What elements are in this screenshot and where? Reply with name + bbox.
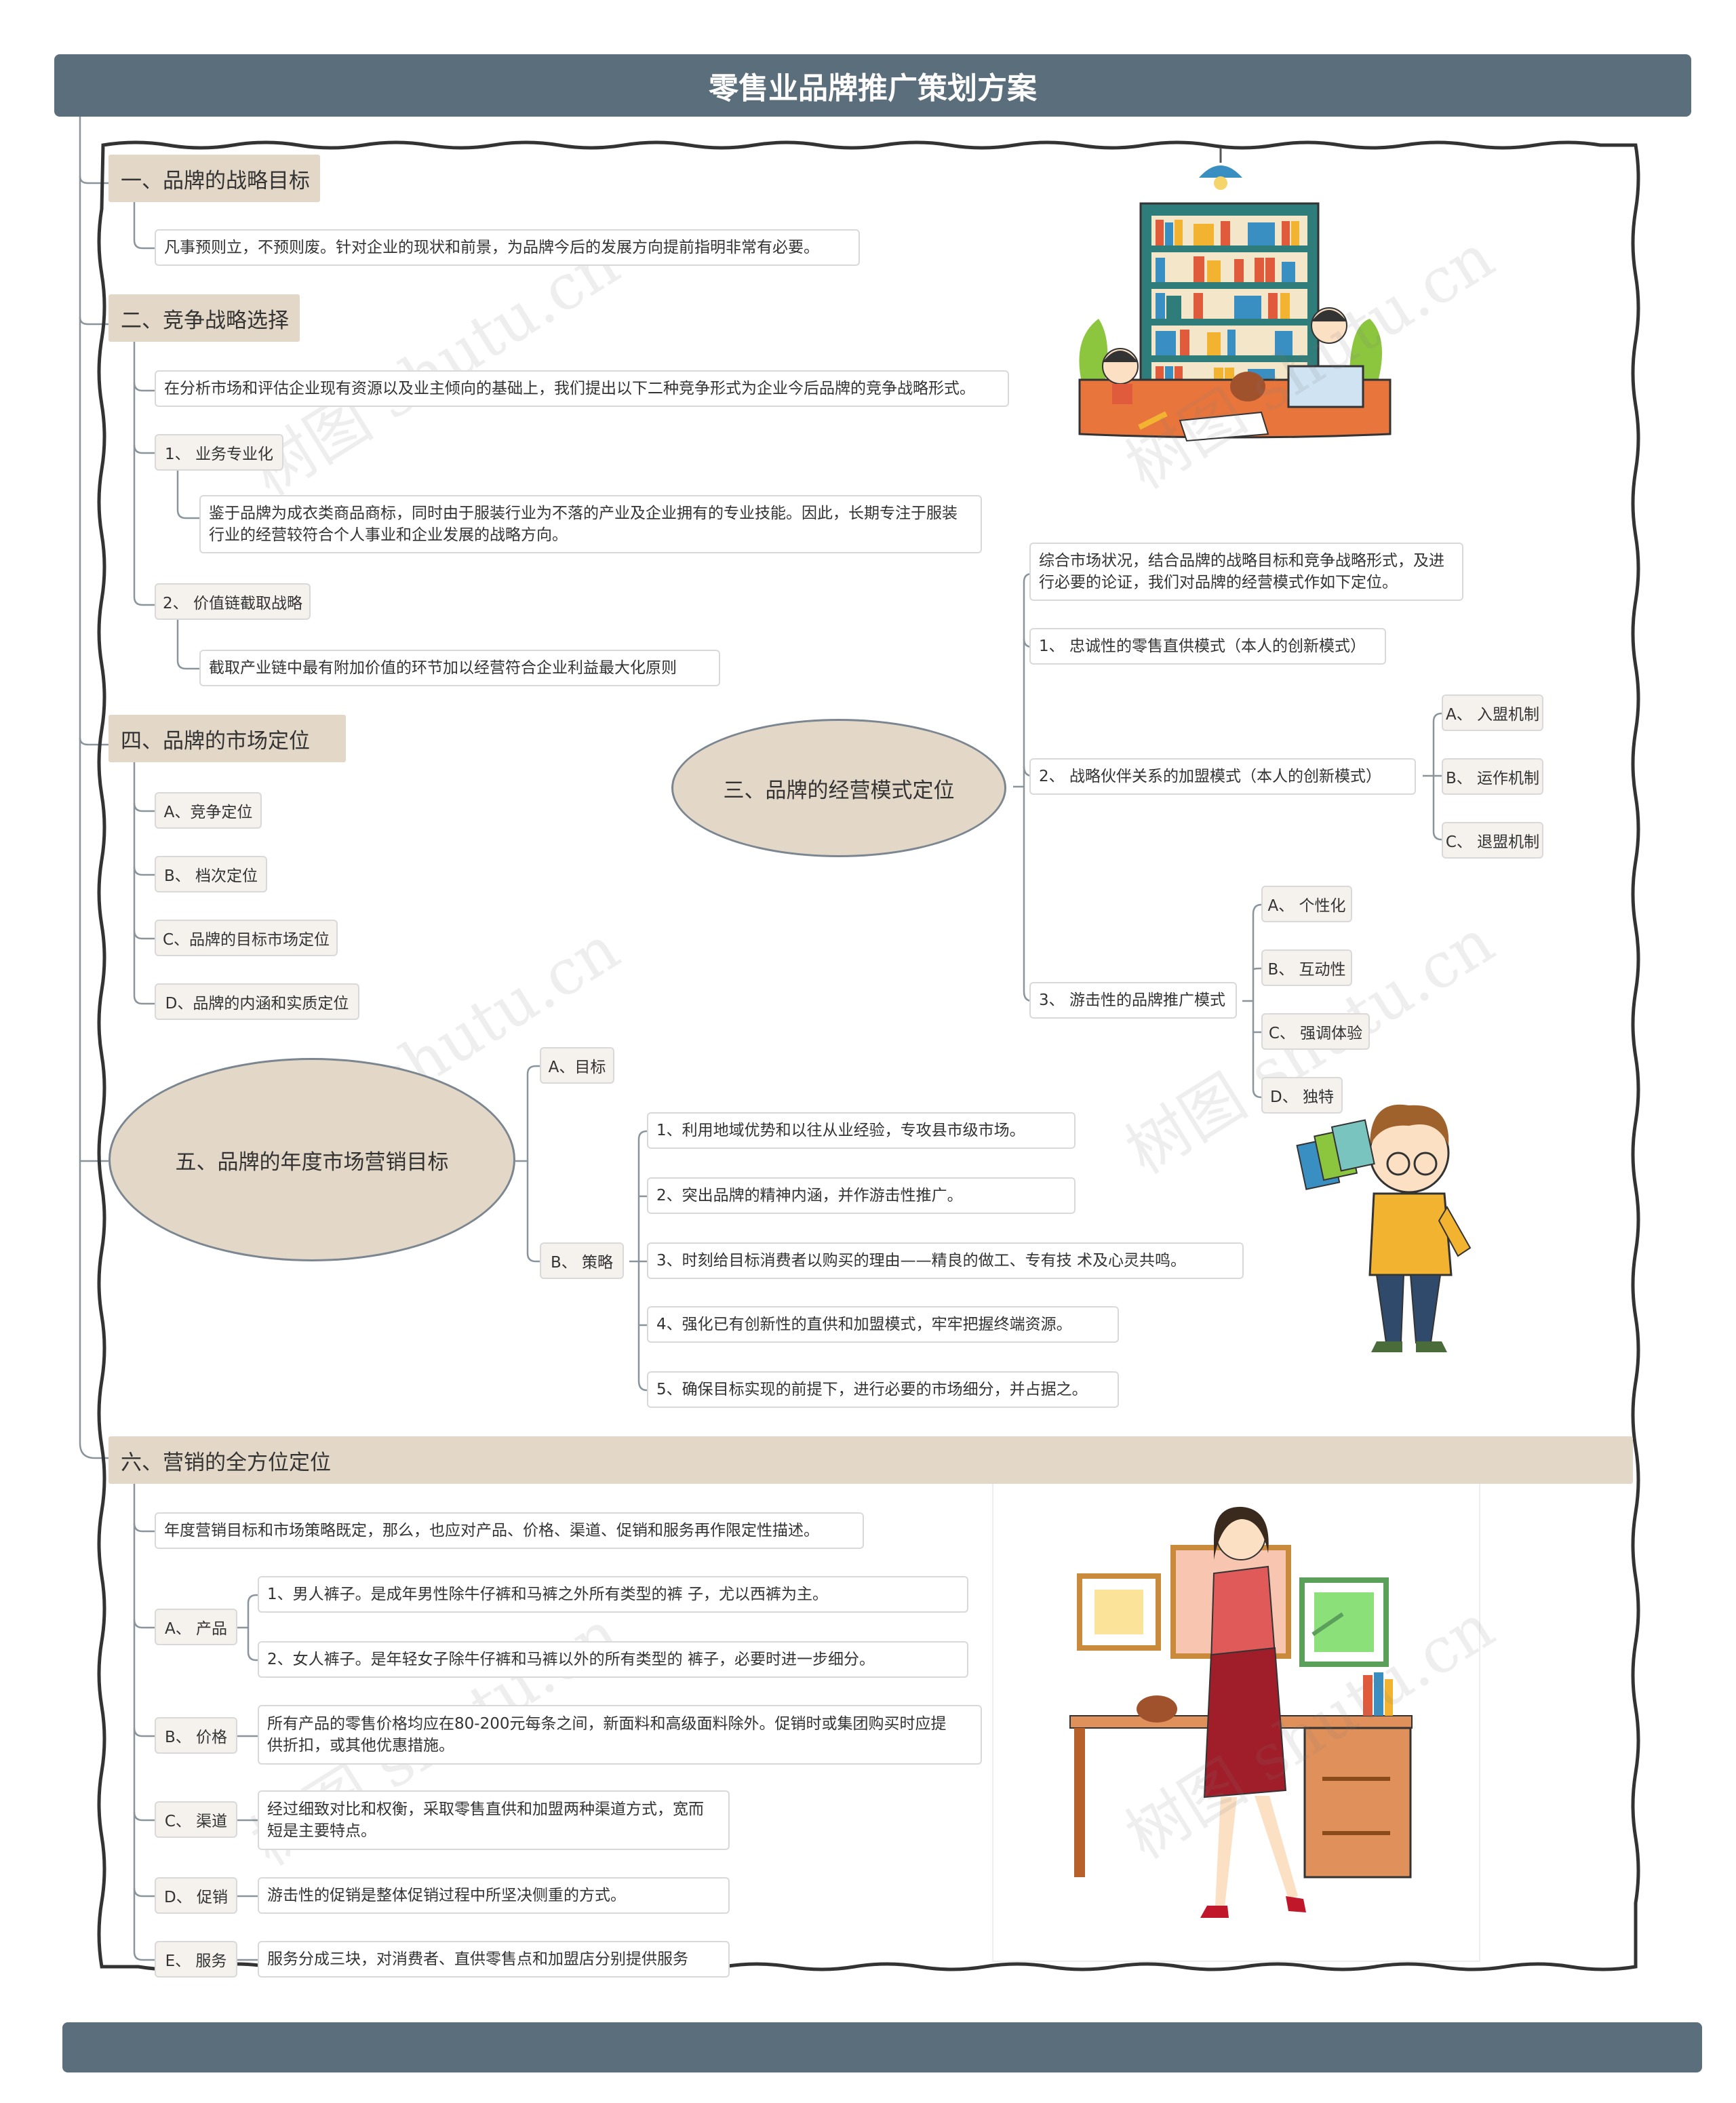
- section-3-intro: 综合市场状况，结合品牌的战略目标和竞争战略形式，及进 行必要的论证，我们对品牌的…: [1029, 543, 1463, 601]
- section-6-intro: 年度营销目标和市场策略既定，那么，也应对产品、价格、渠道、促销和服务再作限定性描…: [155, 1512, 864, 1549]
- mode-2-sub-a[interactable]: A、 入盟机制: [1442, 694, 1543, 731]
- price-label[interactable]: B、 价格: [155, 1717, 237, 1754]
- text-line: 综合市场状况，结合品牌的战略目标和竞争战略形式，及进: [1039, 552, 1444, 570]
- strategy-1: 1、利用地域优势和以往从业经验，专攻县市级市场。: [647, 1112, 1076, 1149]
- text-line: 行必要的论证，我们对品牌的经营模式作如下定位。: [1039, 574, 1398, 591]
- goal-label[interactable]: A、目标: [540, 1047, 614, 1084]
- section-4-label[interactable]: 四、品牌的市场定位: [108, 715, 346, 762]
- mode-3-sub-d[interactable]: D、 独特: [1261, 1077, 1343, 1114]
- product-label[interactable]: A、 产品: [155, 1609, 237, 1645]
- mode-3-sub-b[interactable]: B、 互动性: [1261, 949, 1352, 986]
- service-label[interactable]: E、 服务: [155, 1941, 237, 1978]
- section-1-text: 凡事预则立，不预则废。针对企业的现状和前景，为品牌今后的发展方向提前指明非常有必…: [155, 229, 860, 266]
- section-2-item-1-text: 鉴于品牌为成衣类商品商标，同时由于服装行业为不落的产业及企业拥有的专业技能。因此…: [199, 495, 982, 553]
- text-line: 行业的经营较符合个人事业和企业发展的战略方向。: [209, 526, 568, 544]
- market-item-a[interactable]: A、竞争定位: [155, 792, 262, 829]
- bookshelf-illustration: [1078, 148, 1392, 442]
- section-2-intro: 在分析市场和评估企业现有资源以及业主倾向的基础上，我们提出以下二种竞争形式为企业…: [155, 370, 1009, 407]
- mode-1[interactable]: 1、 忠诚性的零售直供模式（本人的创新模式）: [1029, 628, 1386, 665]
- strategy-3: 3、时刻给目标消费者以购买的理由——精良的做工、专有技 术及心灵共鸣。: [647, 1242, 1244, 1279]
- section-2-item-2[interactable]: 2、 价值链截取战略: [155, 583, 311, 620]
- section-6-label[interactable]: 六、营销的全方位定位: [108, 1436, 1633, 1484]
- section-3-ellipse[interactable]: 三、品牌的经营模式定位: [671, 719, 1006, 857]
- footer-bar: [62, 2022, 1702, 2072]
- channel-label[interactable]: C、 渠道: [155, 1801, 237, 1838]
- mode-3[interactable]: 3、 游击性的品牌推广模式: [1029, 982, 1237, 1019]
- text-line: 供折扣，或其他优惠措施。: [267, 1737, 454, 1754]
- section-2-item-2-text: 截取产业链中最有附加价值的环节加以经营符合企业利益最大化原则: [199, 650, 720, 686]
- service-text: 服务分成三块，对消费者、直供零售点和加盟店分别提供服务: [258, 1941, 730, 1978]
- page-title: 零售业品牌推广策划方案: [54, 54, 1691, 117]
- mode-3-sub-c[interactable]: C、 强调体验: [1261, 1013, 1370, 1050]
- text-line: 短是主要特点。: [267, 1822, 376, 1840]
- woman-illustration: [992, 1466, 1480, 1962]
- strategy-label[interactable]: B、 策略: [540, 1242, 624, 1279]
- text-line: 鉴于品牌为成衣类商品商标，同时由于服装行业为不落的产业及企业拥有的专业技能。因此…: [209, 505, 958, 522]
- text-line: 所有产品的零售价格均应在80-200元每条之间，新面料和高级面料除外。促销时或集…: [267, 1715, 947, 1733]
- section-2-label[interactable]: 二、竞争战略选择: [108, 294, 300, 342]
- promotion-label[interactable]: D、 促销: [155, 1877, 237, 1914]
- mode-2-sub-b[interactable]: B、 运作机制: [1442, 758, 1543, 795]
- mode-3-sub-a[interactable]: A、 个性化: [1261, 886, 1352, 922]
- frame-border: [97, 140, 1640, 1971]
- market-item-b[interactable]: B、 档次定位: [155, 856, 267, 892]
- text-line: 经过细致对比和权衡，采取零售直供和加盟两种渠道方式，宽而: [267, 1801, 704, 1818]
- section-1-label[interactable]: 一、品牌的战略目标: [108, 155, 320, 202]
- channel-text: 经过细致对比和权衡，采取零售直供和加盟两种渠道方式，宽而 短是主要特点。: [258, 1790, 730, 1850]
- strategy-5: 5、确保目标实现的前提下，进行必要的市场细分，并占据之。: [647, 1371, 1119, 1408]
- market-item-c[interactable]: C、品牌的目标市场定位: [155, 920, 338, 956]
- strategy-2: 2、突出品牌的精神内涵，并作游击性推广。: [647, 1177, 1076, 1214]
- price-text: 所有产品的零售价格均应在80-200元每条之间，新面料和高级面料除外。促销时或集…: [258, 1705, 982, 1765]
- strategy-4: 4、强化已有创新性的直供和加盟模式，牢牢把握终端资源。: [647, 1306, 1119, 1343]
- boy-illustration: [1296, 1104, 1472, 1352]
- section-2-item-1[interactable]: 1、 业务专业化: [155, 434, 283, 471]
- mode-2[interactable]: 2、 战略伙伴关系的加盟模式（本人的创新模式）: [1029, 758, 1416, 795]
- market-item-d[interactable]: D、品牌的内涵和实质定位: [155, 983, 359, 1020]
- promotion-text: 游击性的促销是整体促销过程中所坚决侧重的方式。: [258, 1877, 730, 1914]
- product-2: 2、女人裤子。是年轻女子除牛仔裤和马裤以外的所有类型的 裤子，必要时进一步细分。: [258, 1641, 968, 1678]
- mode-2-sub-c[interactable]: C、 退盟机制: [1442, 822, 1543, 859]
- product-1: 1、男人裤子。是成年男性除牛仔裤和马裤之外所有类型的裤 子，尤以西裤为主。: [258, 1576, 968, 1613]
- section-5-ellipse[interactable]: 五、品牌的年度市场营销目标: [108, 1058, 515, 1261]
